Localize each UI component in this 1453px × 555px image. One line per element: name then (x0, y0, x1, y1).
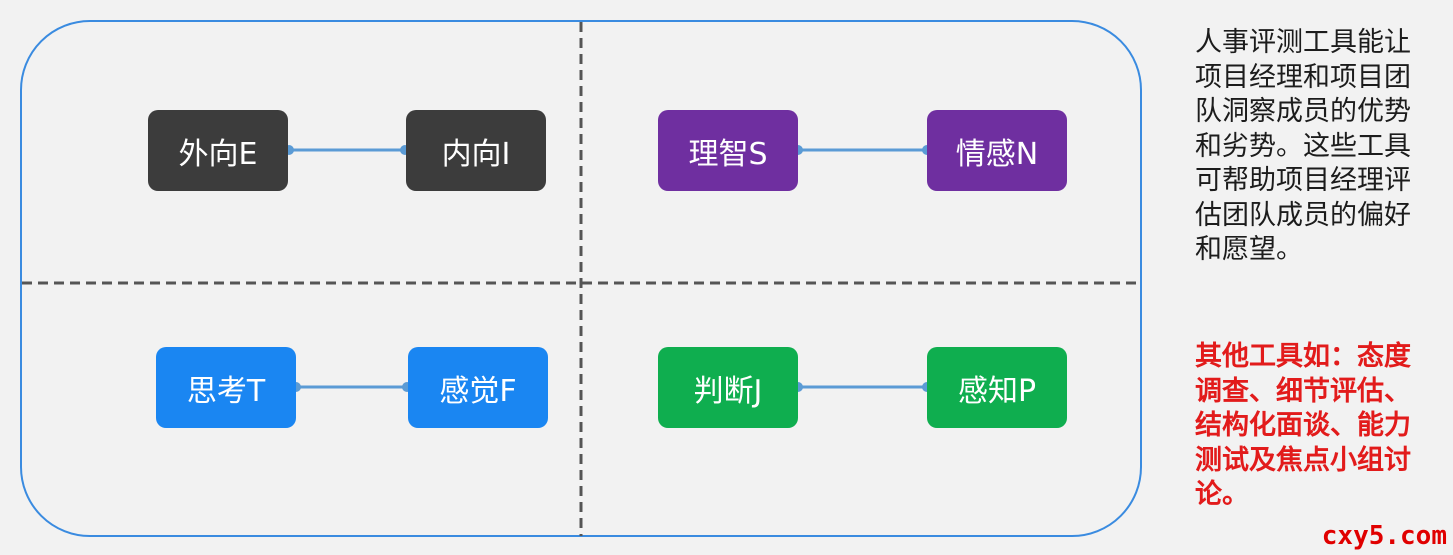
pill-label: 感觉F (439, 373, 517, 409)
pill-label: 外向E (178, 136, 258, 172)
pill-label: 判断J (693, 373, 763, 409)
pill-perceiving: 感知P (927, 347, 1067, 428)
pill-extraversion: 外向E (148, 110, 288, 191)
pill-label: 感知P (957, 373, 1037, 409)
pill-feeling-n: 情感N (927, 110, 1067, 191)
pill-introversion: 内向I (406, 110, 546, 191)
watermark-text: cxy5.com (1321, 521, 1447, 551)
pill-thinking: 思考T (156, 347, 296, 428)
description-text: 人事评测工具能让项目经理和项目团队洞察成员的优势和劣势。这些工具可帮助项目经理评… (1195, 27, 1411, 265)
pill-label: 理智S (688, 136, 768, 172)
pill-sensing: 理智S (658, 110, 798, 191)
pill-feeling-f: 感觉F (408, 347, 548, 428)
pill-label: 思考T (186, 373, 266, 409)
other-tools-text: 其他工具如：态度调查、细节评估、结构化面谈、能力测试及焦点小组讨论。 (1195, 341, 1411, 510)
pill-judging: 判断J (658, 347, 798, 428)
pill-label: 情感N (955, 136, 1039, 172)
pill-label: 内向I (441, 136, 511, 172)
